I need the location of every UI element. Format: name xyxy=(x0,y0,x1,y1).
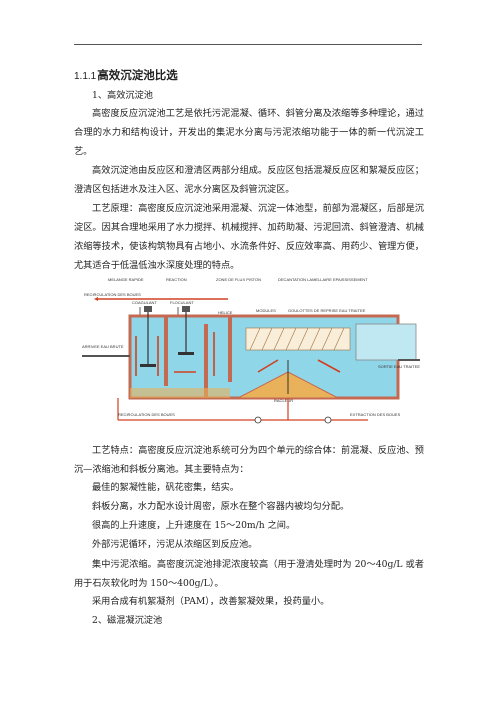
paragraph-composition: 高效沉淀池由反应区和澄清区两部分组成。反应区包括混凝反应区和絮凝反应区；澄清区包… xyxy=(74,165,424,195)
clear-water-channel xyxy=(355,323,417,361)
label-goulottes: GOULOTTES DE REPRISE EAU TRAITEE xyxy=(288,308,366,313)
section-title: 高效沉淀池比选 xyxy=(97,68,178,82)
feature-4: 外部污泥循环，污泥从浓缩区到反应池。 xyxy=(92,539,258,550)
mixer-icon xyxy=(140,306,156,367)
label-recirculation-top: RECIRCULATION DES BOUES xyxy=(84,292,141,297)
feature-2: 斜板分离，水力配水设计周密，原水在整个容器内被均匀分配。 xyxy=(92,501,350,512)
paragraph-intro: 高密度反应沉淀池工艺是依托污泥混凝、循环、斜管分离及浓缩等多种理论，通过合理的水… xyxy=(74,108,424,157)
label-recirculation-bottom: RECIRCULATION DES BOUES xyxy=(118,412,175,417)
pump-icon xyxy=(324,416,332,424)
header-rule xyxy=(74,44,422,45)
flow-arrows xyxy=(135,332,341,376)
label-helice: HELICE xyxy=(218,310,233,315)
label-zone-piston: ZONE DE FLUX PISTON xyxy=(216,277,261,282)
feature-1: 最佳的絮凝性能，矾花密集，结实。 xyxy=(92,482,239,493)
label-coagulant: COAGULANT xyxy=(132,300,157,305)
paragraph-features: 工艺特点：高密度反应沉淀池系统可分为四个单元的综合体：前混凝、反应池、预沉—浓缩… xyxy=(74,445,424,475)
label-melange-rapide: MELANGE RAPIDE xyxy=(108,277,144,282)
label-arrivee: ARRIVEE EAU BRUTE xyxy=(82,344,124,349)
paragraph-sludge: 集中污泥浓缩。高密度沉淀池排泥浓度较高（用于澄清处理时为 20～40g/L 或者… xyxy=(74,559,424,589)
label-sortie: SORTIE EAU TRAITEE xyxy=(378,364,420,369)
label-modules: MODULES xyxy=(256,308,276,313)
mixer-icon xyxy=(178,306,194,355)
paragraph-principle: 工艺原理：高密度反应沉淀池采用混凝、沉淀一体池型，前部为混凝区，后部是沉淀区。因… xyxy=(74,203,424,271)
label-racleur: RACLEUR xyxy=(274,398,293,403)
label-reaction: REACTION xyxy=(166,277,187,282)
section-heading: 1.1.1高效沉淀池比选 xyxy=(74,67,178,83)
label-floculant: FLOCULANT xyxy=(170,300,194,305)
pump-icon xyxy=(254,416,262,424)
subheading-2: 2、磁混凝沉淀池 xyxy=(92,615,163,626)
arrow-icon xyxy=(94,297,98,301)
section-number: 1.1.1 xyxy=(74,71,97,82)
feature-6: 采用合成有机絮凝剂（PAM），改善絮凝效果，投药量小。 xyxy=(92,596,330,607)
lamella-modules xyxy=(245,327,351,351)
feature-3: 很高的上升速度，上升速度在 15～20m/h 之间。 xyxy=(92,520,296,531)
label-extraction: EXTRACTION DES BOUES xyxy=(350,412,401,417)
sedimentation-tank-diagram: MELANGE RAPIDE REACTION ZONE DE FLUX PIS… xyxy=(82,277,420,424)
label-decantation: DECANTATION LAMELLAIRE EPAISSISSEMENT xyxy=(278,277,368,282)
subheading-1: 1、高效沉淀池 xyxy=(92,90,153,101)
